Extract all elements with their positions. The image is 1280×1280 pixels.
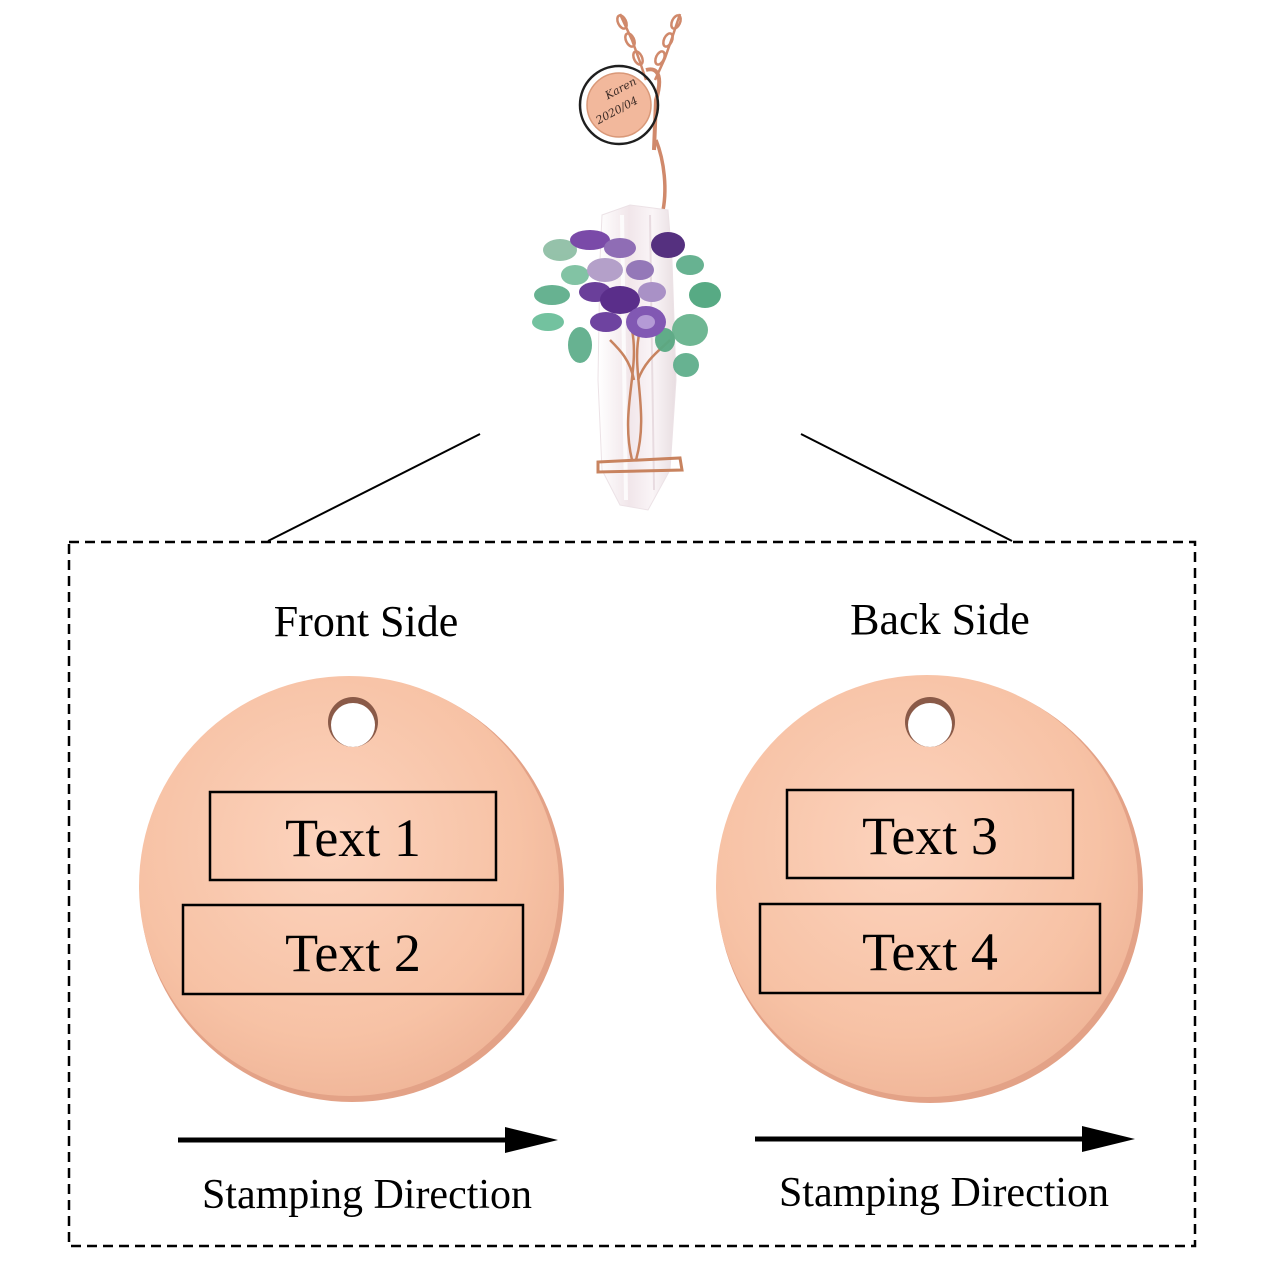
engraved-tag — [578, 64, 660, 146]
back-disc — [716, 675, 1143, 1103]
dashed-frame — [67, 540, 1197, 1248]
chain — [616, 13, 682, 216]
text-slot-2-box — [181, 903, 525, 996]
front-disc-hole — [331, 703, 375, 747]
front-side-heading: Front Side — [273, 597, 459, 646]
text-slot-4-label: Text 4 — [862, 922, 998, 982]
connector-line-right — [800, 433, 1013, 542]
text-slot-1-box — [208, 790, 498, 882]
highlight-ring — [578, 64, 660, 146]
text-slot-3-box — [785, 788, 1075, 880]
back-direction-arrow-icon — [755, 1126, 1135, 1152]
front-disc — [139, 676, 564, 1102]
text-slot-1-label: Text 1 — [285, 808, 421, 868]
front-stamping-direction-label: Stamping Direction — [201, 1172, 533, 1218]
connector-line-left — [267, 433, 481, 542]
text-slot-2-label: Text 2 — [285, 923, 421, 983]
back-side-heading: Back Side — [850, 595, 1030, 644]
front-direction-arrow-icon — [178, 1127, 558, 1153]
necklace-pendant — [532, 13, 721, 511]
back-stamping-direction-label: Stamping Direction — [778, 1170, 1110, 1216]
text-slot-3-label: Text 3 — [862, 806, 998, 866]
text-slot-4-box — [758, 902, 1102, 995]
aventurine-chips — [532, 239, 721, 377]
amethyst-chips — [570, 230, 685, 338]
back-disc-hole — [908, 703, 952, 747]
